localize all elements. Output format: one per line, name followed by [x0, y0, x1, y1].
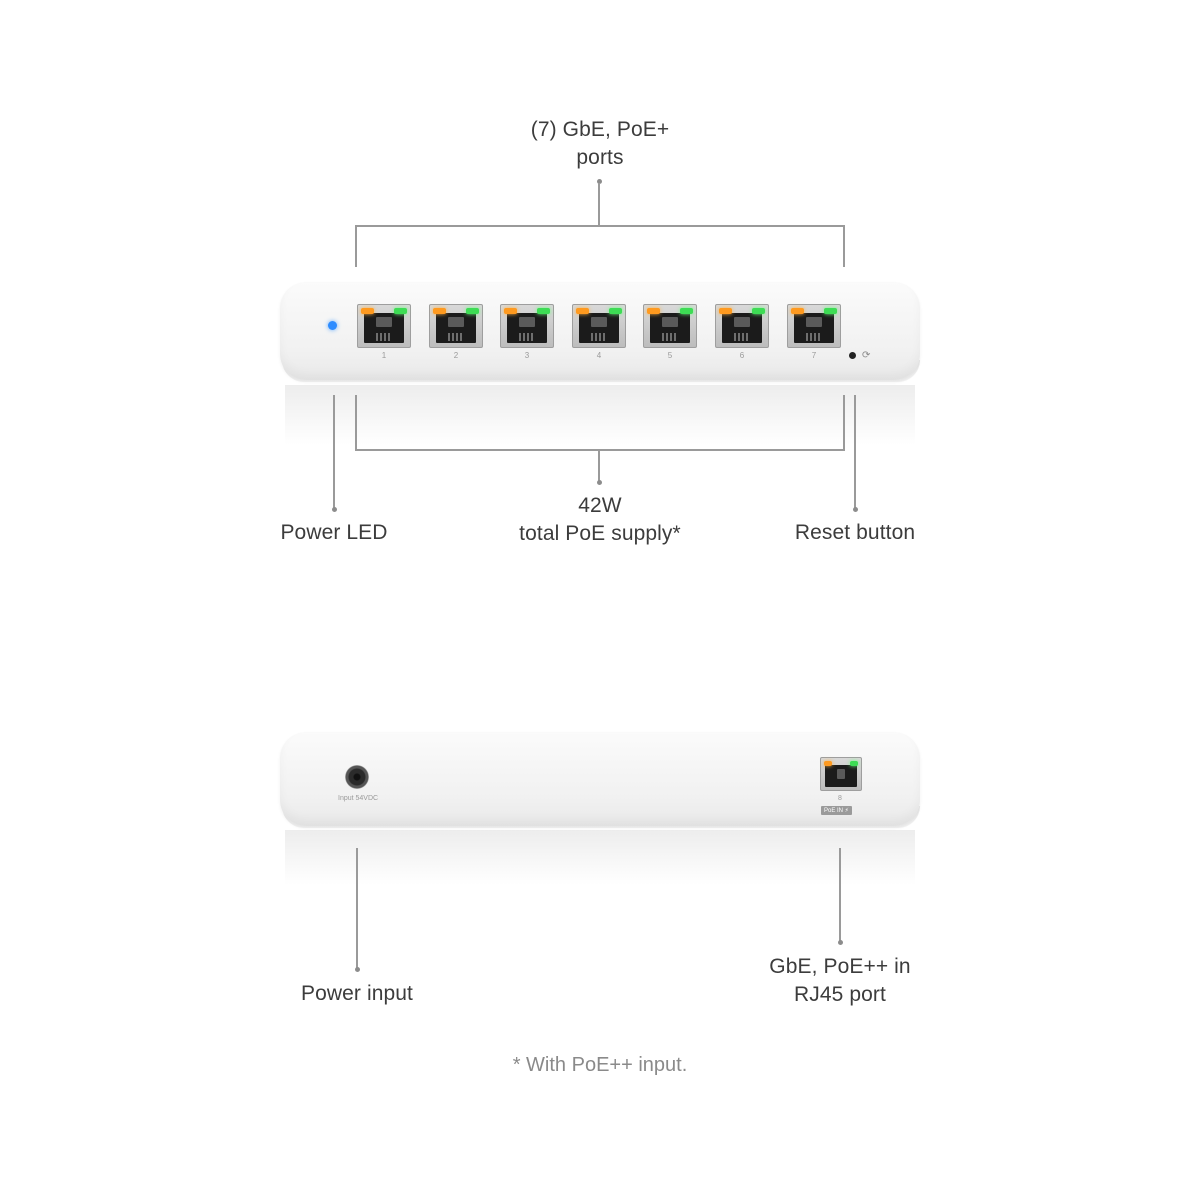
ethernet-port-1: [357, 304, 411, 348]
poe-supply-label: 42W total PoE supply*: [470, 492, 730, 548]
power-led-dot: [332, 507, 337, 512]
ports-callout-bracket-left: [355, 225, 357, 267]
ports-callout-bracket-right: [843, 225, 845, 267]
ethernet-port-4: [572, 304, 626, 348]
power-led-indicator: [328, 321, 337, 330]
ports-callout-label: (7) GbE, PoE+ ports: [480, 116, 720, 172]
rear-device-body: [280, 732, 920, 826]
poe-bracket-right: [843, 395, 845, 450]
ethernet-port-7: [787, 304, 841, 348]
power-led-leader: [333, 395, 335, 508]
uplink-port-number: 8: [838, 795, 842, 802]
footnote: * With PoE++ input.: [512, 1054, 688, 1076]
port-label-3: 3: [524, 351, 530, 360]
uplink-port-label: GbE, PoE++ in RJ45 port: [740, 953, 940, 1009]
poe-bracket-left: [355, 395, 357, 450]
power-input-dot: [355, 967, 360, 972]
port-label-6: 6: [739, 351, 745, 360]
reset-icon: ⟳: [862, 350, 871, 361]
port-label-7: 7: [811, 351, 817, 360]
port-label-1: 1: [381, 351, 387, 360]
uplink-dot: [838, 940, 843, 945]
reset-button-label: Reset button: [794, 521, 916, 544]
uplink-label-line1: GbE, PoE++ in: [769, 955, 911, 978]
power-input-label: Power input: [301, 982, 413, 1005]
ethernet-port-2: [429, 304, 483, 348]
uplink-ethernet-port: [820, 757, 862, 791]
ports-callout-stem: [598, 183, 600, 226]
poe-supply-line2: total PoE supply*: [519, 522, 681, 545]
port-label-2: 2: [453, 351, 459, 360]
ports-callout-dot: [597, 179, 602, 184]
uplink-label-line2: RJ45 port: [794, 983, 886, 1006]
poe-bracket-dot: [597, 480, 602, 485]
front-device-reflection: [285, 385, 915, 445]
ethernet-port-3: [500, 304, 554, 348]
poe-bracket-bottom: [355, 449, 845, 451]
power-input-leader: [356, 848, 358, 968]
poe-supply-line1: 42W: [578, 494, 622, 517]
reset-dot: [853, 507, 858, 512]
port-label-4: 4: [596, 351, 602, 360]
ethernet-port-6: [715, 304, 769, 348]
ports-callout-bracket-top: [355, 225, 845, 227]
power-jack-label: Input 54VDC: [338, 795, 379, 802]
ports-callout-line1: (7) GbE, PoE+: [530, 118, 670, 141]
reset-button: [849, 352, 856, 359]
port-label-5: 5: [667, 351, 673, 360]
uplink-poe-badge: PoE IN ⚡: [821, 806, 852, 815]
rear-device-reflection: [285, 830, 915, 885]
ethernet-port-5: [643, 304, 697, 348]
uplink-leader: [839, 848, 841, 942]
ports-callout-line2: ports: [576, 146, 624, 169]
power-led-label: Power LED: [280, 521, 388, 544]
poe-bracket-stem: [598, 449, 600, 481]
power-input-jack: [345, 765, 369, 789]
reset-leader: [854, 395, 856, 508]
